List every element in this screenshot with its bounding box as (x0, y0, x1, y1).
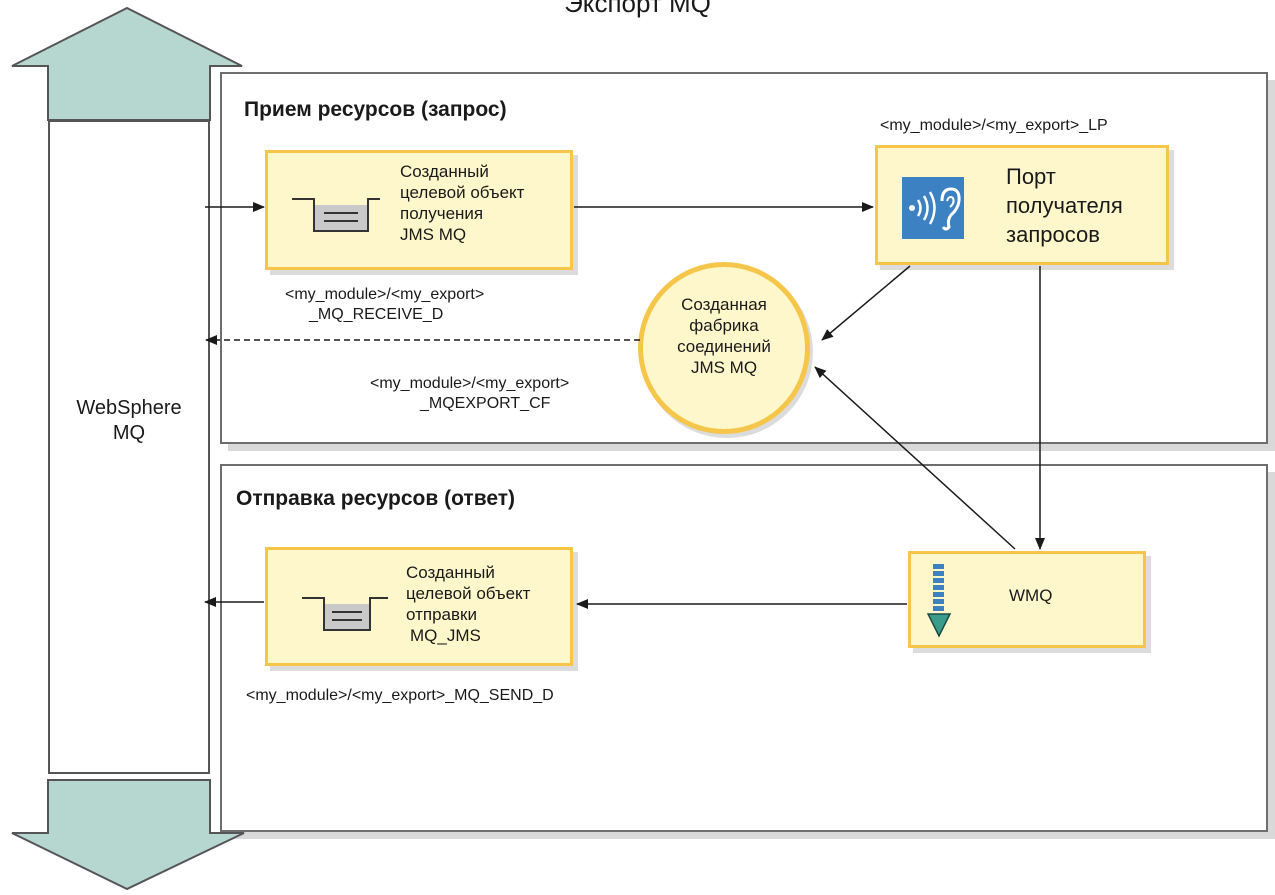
queue-icon (292, 198, 380, 232)
arrow-listener-to-cf (821, 265, 911, 341)
queue-icon (302, 597, 388, 631)
listener-port-node[interactable]: Порт получателя запросов (875, 145, 1169, 265)
send-line-2: целевой объект (406, 584, 531, 603)
page-title: Экспорт MQ (564, 0, 711, 18)
down-arrow-icon (11, 779, 245, 891)
cf-line-2: фабрика (689, 316, 759, 335)
wmq-label: WMQ (1009, 586, 1053, 605)
receive-line-3: получения (400, 204, 484, 223)
send-line-1: Созданный (406, 563, 495, 582)
receive-line-1: Созданный (400, 162, 489, 181)
arrow-wmq-to-cf (814, 366, 1016, 550)
send-node-text: Созданный целевой объект отправки MQ_JMS (406, 562, 530, 646)
response-section-title: Отправка ресурсов (ответ) (236, 487, 516, 510)
cf-line-3: соединений (677, 337, 771, 356)
listener-line-3: запросов (1006, 222, 1100, 247)
receive-jndi-label: <my_module>/<my_export> _MQ_RECEIVE_D (285, 285, 484, 325)
listener-jndi-label: <my_module>/<my_export>_LP (880, 117, 1108, 134)
receive-line-4: JMS MQ (400, 225, 467, 244)
receive-node-text: Созданный целевой объект получения JMS M… (400, 161, 524, 245)
wmq-node[interactable]: WMQ (908, 551, 1146, 648)
cf-jndi-line1: <my_module>/<my_export> (370, 375, 570, 392)
listener-line-1: Порт (1006, 164, 1056, 189)
send-line-4: MQ_JMS (410, 626, 481, 645)
cf-jndi-label: <my_module>/<my_export> _MQEXPORT_CF (370, 374, 569, 414)
listener-line-2: получателя (1006, 193, 1123, 218)
connection-factory-node[interactable]: Созданная фабрика соединений JMS MQ (638, 262, 810, 434)
cf-jndi-line2: _MQEXPORT_CF (420, 395, 551, 412)
send-destination-node[interactable]: Созданный целевой объект отправки MQ_JMS (265, 547, 573, 666)
send-jndi-label: <my_module>/<my_export>_MQ_SEND_D (246, 687, 554, 704)
send-line-3: отправки (406, 605, 477, 624)
cf-line-1: Созданная (681, 295, 767, 314)
cf-line-4: JMS MQ (690, 358, 758, 377)
receive-line-2: целевой объект (400, 183, 525, 202)
listener-ear-icon (902, 177, 964, 239)
websphere-label-line2: MQ (112, 422, 146, 444)
listener-node-text: Порт получателя запросов (1006, 162, 1123, 249)
receive-jndi-line1: <my_module>/<my_export> (285, 286, 485, 303)
wmq-download-icon (927, 564, 952, 638)
websphere-label-line1: WebSphere (76, 397, 182, 419)
receive-jndi-line2: _MQ_RECEIVE_D (309, 306, 444, 323)
cf-node-text: Созданная фабрика соединений JMS MQ (643, 294, 805, 378)
websphere-mq-bar (48, 120, 210, 774)
websphere-mq-label: WebSphere MQ (48, 396, 210, 446)
receive-destination-node[interactable]: Созданный целевой объект получения JMS M… (265, 150, 573, 270)
request-section-title: Прием ресурсов (запрос) (244, 98, 507, 121)
